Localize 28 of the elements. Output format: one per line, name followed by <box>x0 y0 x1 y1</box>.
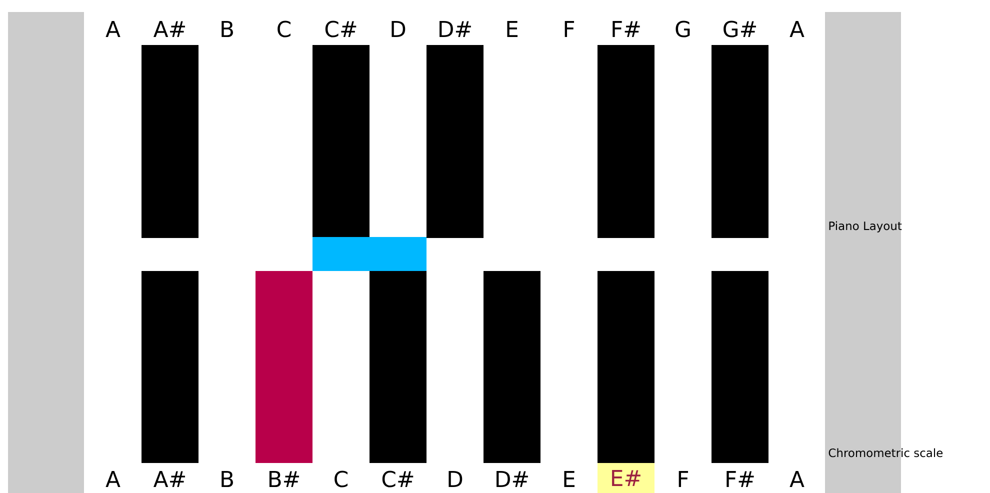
note-label: G# <box>724 20 756 38</box>
note-label: F <box>678 471 688 487</box>
note-label: E <box>507 21 518 37</box>
note-label: A <box>790 471 804 487</box>
note-label: C <box>278 20 290 38</box>
note-label: B <box>222 471 233 487</box>
note-label: A# <box>154 21 185 37</box>
note-label: F# <box>726 471 754 487</box>
note-label: A# <box>154 471 185 487</box>
note-label: D# <box>496 471 528 487</box>
row-label: Piano Layout <box>829 221 902 232</box>
note-label: F <box>564 21 574 37</box>
note-label: F# <box>612 21 640 37</box>
note-label: D# <box>440 21 471 37</box>
note-label: C <box>334 470 348 488</box>
row-label: Chromometric scale <box>828 448 943 458</box>
note-label: D <box>392 21 406 37</box>
note-label: C# <box>382 470 414 488</box>
note-label: A <box>106 21 120 37</box>
note-label: A <box>106 471 120 487</box>
note-label: D <box>448 471 462 487</box>
highlighted-note: E# <box>598 463 654 493</box>
note-label: B# <box>269 471 300 487</box>
note-label: C# <box>325 20 356 38</box>
note-label: A <box>790 21 804 37</box>
note-label: G <box>676 20 690 38</box>
note-label: B <box>222 21 233 37</box>
note-label: E <box>564 471 575 487</box>
